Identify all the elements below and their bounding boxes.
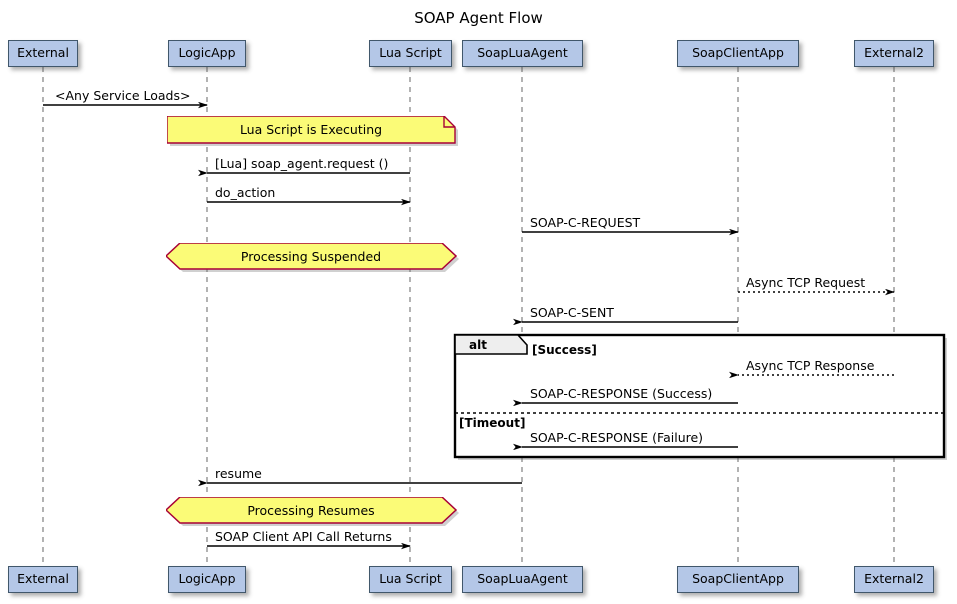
message-label-m11: SOAP Client API Call Returns <box>215 529 392 544</box>
participant-luascript-top[interactable]: Lua Script <box>369 40 452 67</box>
participant-logicapp-bottom[interactable]: LogicApp <box>168 566 246 593</box>
alt-keyword-tab <box>454 334 528 355</box>
reference-r2: Processing Resumes <box>166 497 459 526</box>
message-label-m6: SOAP-C-SENT <box>530 305 614 320</box>
alt-guard-2: [Timeout] <box>459 416 526 430</box>
participant-label: LogicApp <box>178 571 236 587</box>
participant-label: SoapLuaAgent <box>477 571 568 587</box>
participant-label: Lua Script <box>379 45 442 61</box>
participant-external-top[interactable]: External <box>8 40 78 67</box>
note-shape <box>167 116 458 146</box>
participant-label: SoapClientApp <box>692 45 784 61</box>
participant-label: External <box>17 45 69 61</box>
lifelines-group <box>42 67 895 564</box>
reference-r1: Processing Suspended <box>166 243 459 272</box>
messages-group <box>43 101 895 550</box>
participant-external-bottom[interactable]: External <box>8 566 78 593</box>
message-label-m9: SOAP-C-RESPONSE (Failure) <box>530 430 704 445</box>
reference-label: Processing Resumes <box>247 502 375 518</box>
participant-external2-bottom[interactable]: External2 <box>854 566 934 593</box>
participant-label: LogicApp <box>178 45 236 61</box>
participant-label: External <box>17 571 69 587</box>
participant-label: SoapClientApp <box>692 571 784 587</box>
reference-shape <box>166 243 459 272</box>
participant-soapclientapp-top[interactable]: SoapClientApp <box>677 40 799 67</box>
participant-logicapp-top[interactable]: LogicApp <box>168 40 246 67</box>
participant-soapluaagent-top[interactable]: SoapLuaAgent <box>462 40 583 67</box>
page-title: SOAP Agent Flow <box>414 9 543 27</box>
participant-label: External2 <box>864 571 924 587</box>
reference-body <box>166 497 458 524</box>
message-label-m5: Async TCP Request <box>746 275 866 290</box>
alt-guard-1: [Success] <box>532 343 597 357</box>
note-body <box>167 116 456 144</box>
message-label-m7: Async TCP Response <box>746 358 875 373</box>
participant-soapluaagent-bottom[interactable]: SoapLuaAgent <box>462 566 583 593</box>
alt-frame-border <box>453 333 946 459</box>
participant-luascript-bottom[interactable]: Lua Script <box>369 566 452 593</box>
alt-keyword-label: alt <box>469 338 487 352</box>
participant-label: External2 <box>864 45 924 61</box>
participant-label: Lua Script <box>379 571 442 587</box>
message-label-m10: resume <box>215 466 262 481</box>
alt-fragment-frame <box>453 333 947 460</box>
reference-body <box>166 243 458 270</box>
message-label-m3: do_action <box>215 185 276 200</box>
message-label-m2: [Lua] soap_agent.request () <box>215 156 389 171</box>
message-label-m8: SOAP-C-RESPONSE (Success) <box>530 386 713 401</box>
participant-label: SoapLuaAgent <box>477 45 568 61</box>
reference-shape <box>166 497 459 526</box>
reference-label: Processing Suspended <box>240 248 382 264</box>
participant-soapclientapp-bottom[interactable]: SoapClientApp <box>677 566 799 593</box>
message-label-m4: SOAP-C-REQUEST <box>530 215 641 230</box>
note-fold-corner <box>443 116 455 128</box>
participant-external2-top[interactable]: External2 <box>854 40 934 67</box>
note-label: Lua Script is Executing <box>239 122 383 137</box>
message-label-m1: <Any Service Loads> <box>55 88 191 103</box>
note-n1: Lua Script is Executing <box>167 116 458 146</box>
